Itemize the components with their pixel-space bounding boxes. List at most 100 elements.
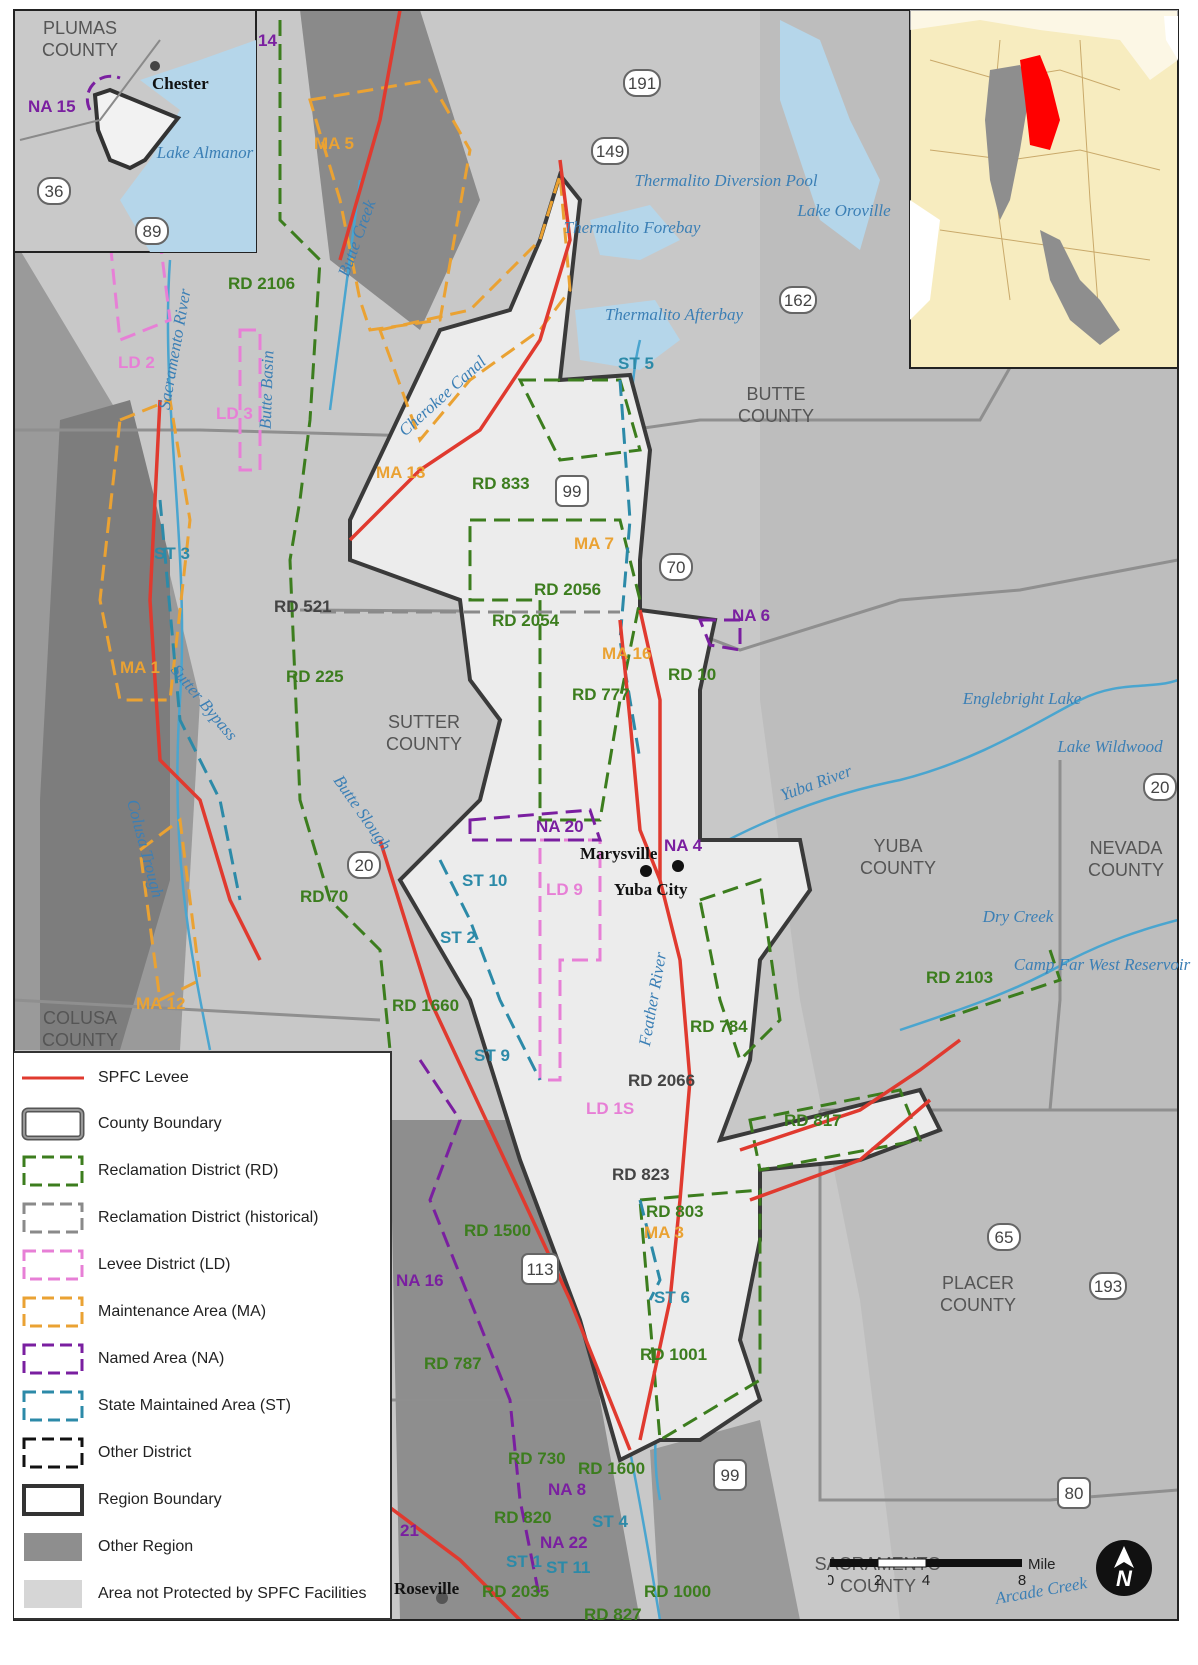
svg-text:99: 99 [721, 1466, 740, 1485]
rd-label-1500: RD 1500 [464, 1221, 531, 1240]
rd-label-2056: RD 2056 [534, 580, 601, 599]
label-thermalito-diversion-pool: Thermalito Diversion Pool [634, 171, 817, 190]
scale-bar: 0 2 4 8 Miles [826, 1555, 1063, 1595]
rd-label-1001: RD 1001 [640, 1345, 707, 1364]
svg-text:65: 65 [995, 1228, 1014, 1247]
legend-label: Area not Protected by SPFC Facilities [98, 1585, 367, 1602]
legend-label: Reclamation District (RD) [98, 1162, 279, 1179]
ld-labels: LD 2 LD 3 LD 9 LD 1S [118, 353, 634, 1118]
rd-hist-label-521: RD 521 [274, 597, 332, 616]
highway-shield-70: 70 [659, 553, 693, 581]
rd-label-1000: RD 1000 [644, 1582, 711, 1601]
label-thermalito-afterbay: Thermalito Afterbay [605, 305, 743, 324]
st-label-5: ST 5 [618, 354, 654, 373]
rd-label-817: RD 817 [784, 1111, 842, 1130]
svg-text:80: 80 [1065, 1484, 1084, 1503]
svg-text:70: 70 [667, 558, 686, 577]
label-dry-creek: Dry Creek [982, 907, 1054, 926]
highway-shield-80: 80 [1057, 1477, 1091, 1509]
rd-label-10: RD 10 [668, 665, 716, 684]
legend-label: County Boundary [98, 1115, 222, 1132]
na-label-4: NA 4 [664, 836, 703, 855]
highway-shield-191: 191 [623, 69, 661, 97]
ld-label-3: LD 3 [216, 404, 253, 423]
town-marker-marysville [640, 865, 652, 877]
na-label-14: 14 [258, 31, 277, 50]
svg-text:162: 162 [784, 291, 812, 310]
rd-label-2106: RD 2106 [228, 274, 295, 293]
svg-text:193: 193 [1094, 1277, 1122, 1296]
highway-shield-65: 65 [987, 1223, 1021, 1251]
rd-label-2103: RD 2103 [926, 968, 993, 987]
highway-shield-20: 20 [347, 851, 381, 879]
legend-item-levee: SPFC Levee [20, 1057, 189, 1099]
rd-labels: RD 2106 RD 833 RD 2056 RD 2054 RD 225 RD… [228, 274, 993, 1624]
legend-label: Region Boundary [98, 1491, 222, 1508]
scale-tick-2: 2 [874, 1572, 882, 1589]
label-butte-basin: Butte Basin [256, 350, 278, 429]
scale-tick-8: 8 [1018, 1572, 1026, 1589]
svg-text:113: 113 [526, 1260, 553, 1279]
label-lake-wildwood: Lake Wildwood [1056, 737, 1163, 756]
legend-label: Other Region [98, 1538, 194, 1555]
st-label-11: ST 11 [546, 1558, 590, 1577]
legend-item-rd: Reclamation District (RD) [20, 1150, 278, 1192]
spfc-levees [148, 10, 962, 1620]
legend-label: SPFC Levee [98, 1069, 189, 1086]
na-label-16: NA 16 [396, 1271, 444, 1290]
ma-label-13: MA 13 [376, 463, 425, 482]
st-label-10: ST 10 [462, 871, 507, 890]
rd-label-1660: RD 1660 [392, 996, 459, 1015]
label-lake-oroville: Lake Oroville [796, 201, 891, 220]
st-labels: ST 5 ST 3 ST 10 ST 2 ST 9 ST 6 ST 4 ST 1… [154, 354, 690, 1577]
ma-label-12: MA 12 [136, 994, 185, 1013]
rd-label-803: RD 803 [646, 1202, 704, 1221]
rd-label-827: RD 827 [584, 1605, 642, 1624]
highway-shields: 191 149 162 70 99 99 20 20 36 89 65 193 … [37, 69, 1177, 1509]
rd-label-2054: RD 2054 [492, 611, 560, 630]
label-englebright-lake: Englebright Lake [962, 689, 1082, 708]
svg-text:36: 36 [45, 182, 64, 201]
inset-chester [13, 9, 257, 253]
ma-label-5: MA 5 [314, 134, 354, 153]
na-label-21: 21 [400, 1521, 419, 1540]
town-labels: Chester Marysville Yuba City Roseville [152, 74, 688, 1604]
highway-shield-99-south: 99 [713, 1459, 747, 1491]
legend-item-na: Named Area (NA) [20, 1338, 224, 1380]
legend-label: Named Area (NA) [98, 1350, 225, 1367]
rd-label-2035: RD 2035 [482, 1582, 549, 1601]
legend-label: Levee District (LD) [98, 1256, 231, 1273]
rd-label-787: RD 787 [424, 1354, 482, 1373]
rd-label-2066: RD 2066 [628, 1071, 695, 1090]
svg-text:99: 99 [563, 482, 582, 501]
thermalito-afterbay [575, 300, 680, 370]
na-label-6: NA 6 [732, 606, 770, 625]
rd-label-833: RD 833 [472, 474, 530, 493]
ma-label-3: MA 3 [644, 1223, 684, 1242]
label-thermalito-forebay: Thermalito Forebay [564, 218, 701, 237]
highway-shield-89: 89 [135, 217, 169, 245]
legend-item-ld: Levee District (LD) [20, 1244, 230, 1286]
na-label-22: NA 22 [540, 1533, 588, 1552]
inset-locator [909, 9, 1179, 369]
lake-oroville [780, 20, 880, 250]
rd-label-820: RD 820 [494, 1508, 552, 1527]
north-arrow-letter: N [1116, 1566, 1133, 1591]
town-marker-yuba-city [672, 860, 684, 872]
legend-item-other-region: Other Region [20, 1526, 193, 1568]
rd-label-823: RD 823 [612, 1165, 670, 1184]
st-label-4: ST 4 [592, 1512, 628, 1531]
ld-label-2: LD 2 [118, 353, 155, 372]
rd-label-730: RD 730 [508, 1449, 566, 1468]
svg-text:191: 191 [628, 74, 656, 93]
town-marker-roseville [436, 1592, 448, 1604]
ma-label-16: MA 16 [602, 644, 651, 663]
st-label-6: ST 6 [654, 1288, 690, 1307]
ld-label-9: LD 9 [546, 880, 583, 899]
label-lake-almanor: Lake Almanor [156, 143, 254, 162]
legend-label: Maintenance Area (MA) [98, 1303, 267, 1320]
